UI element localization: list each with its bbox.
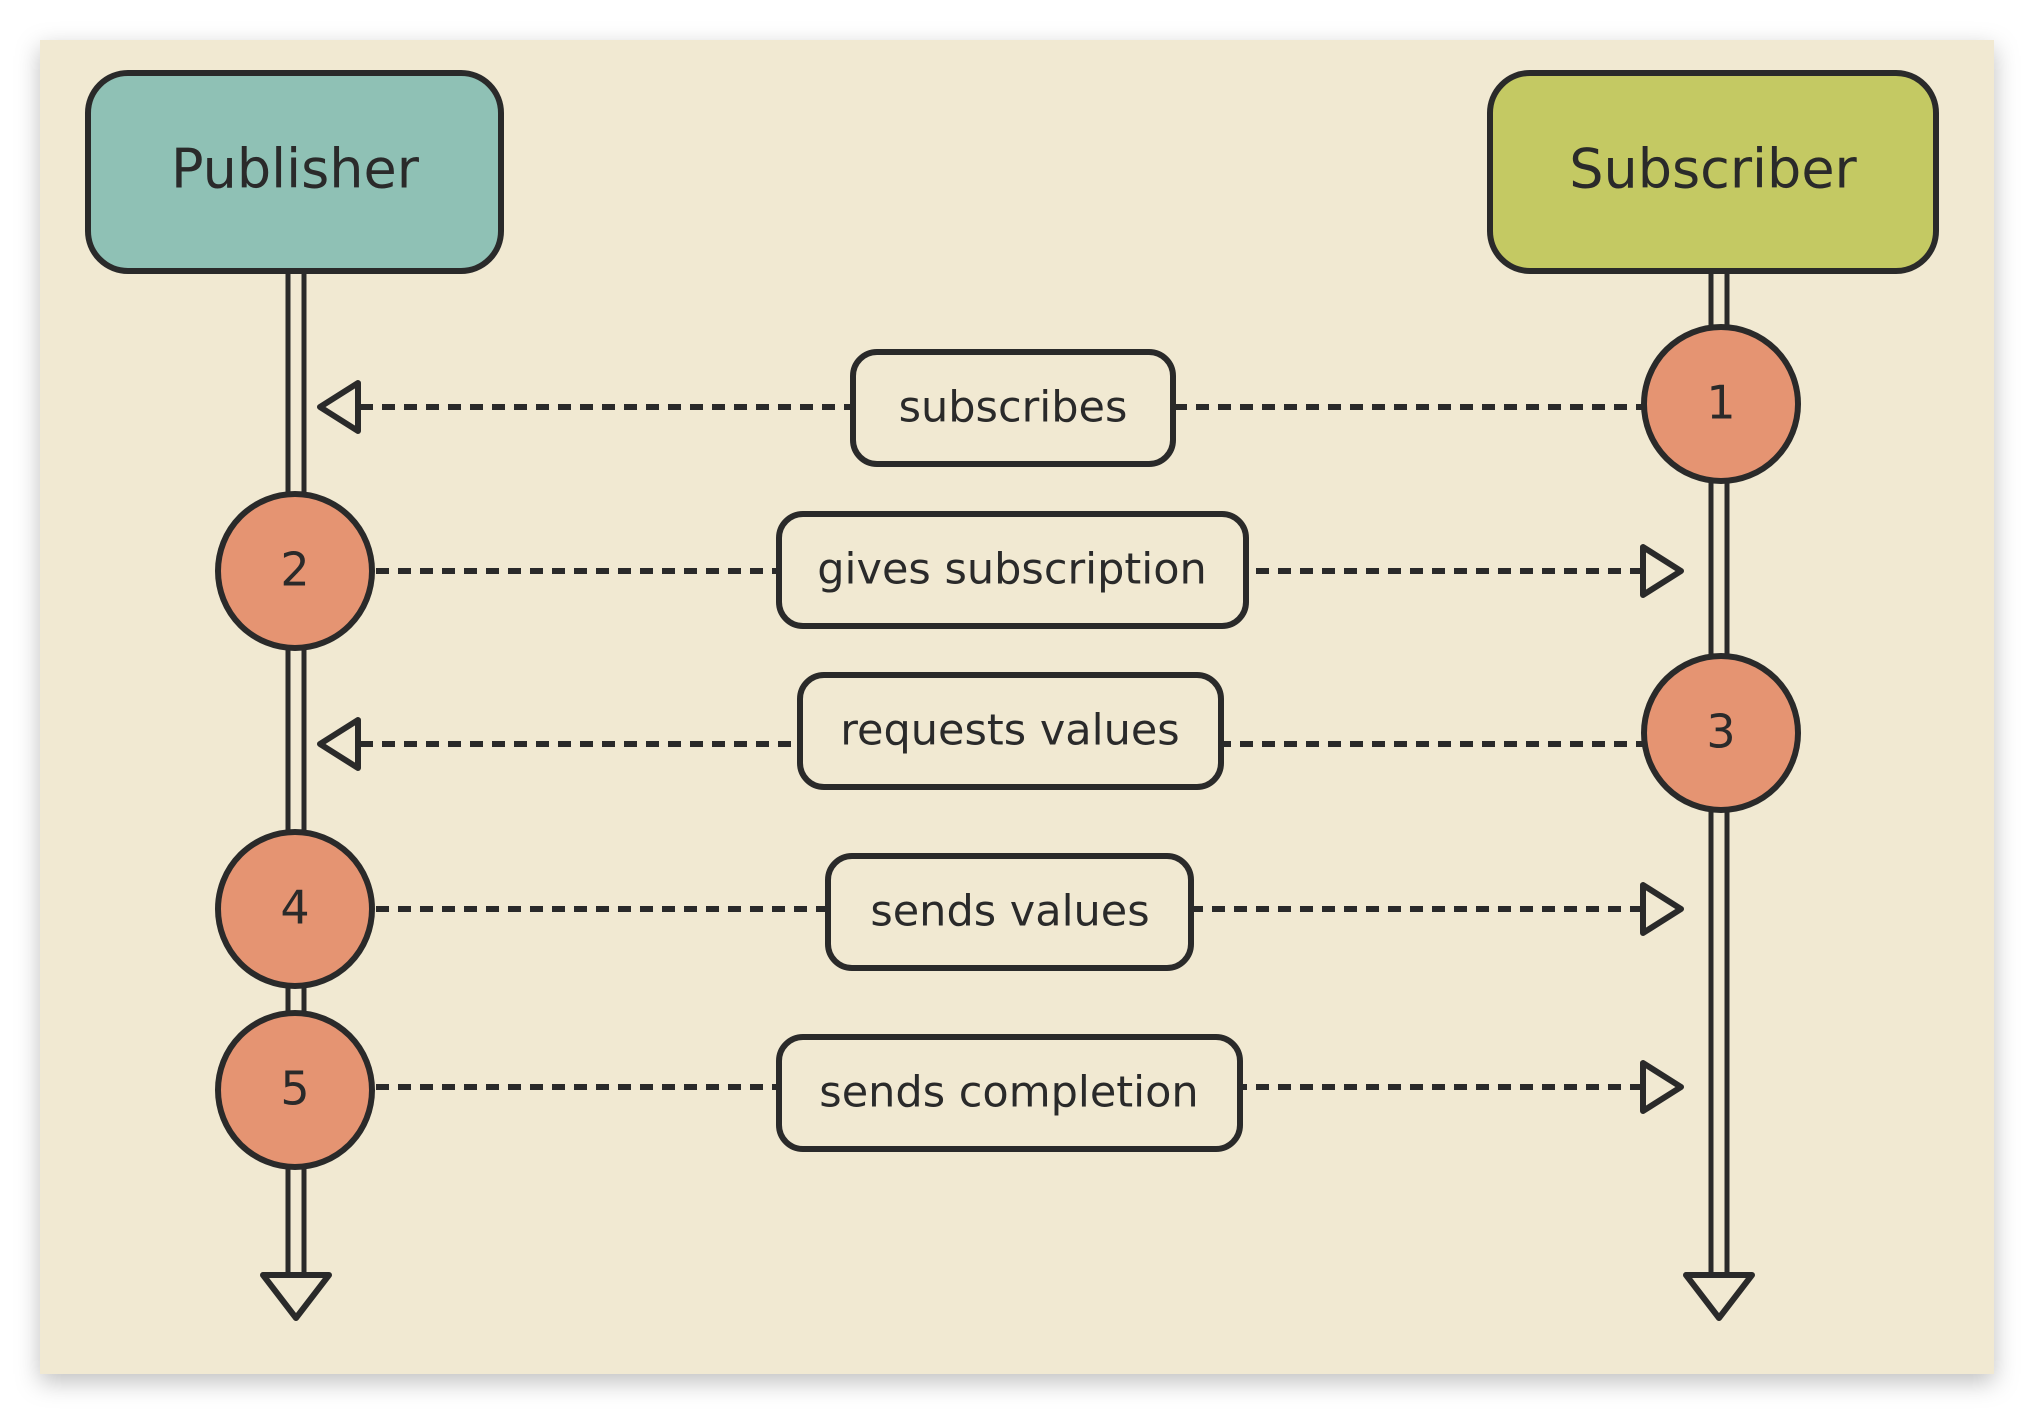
message-5-label: sends completion bbox=[819, 1068, 1198, 1118]
step-5-circle bbox=[215, 1010, 375, 1170]
step-3-number: 3 bbox=[1706, 705, 1735, 759]
subscriber-actor: Subscriber bbox=[1487, 70, 1939, 274]
message-row-1: subscribes 1 bbox=[317, 324, 1801, 484]
publisher-actor: Publisher bbox=[85, 70, 504, 274]
step-3-circle bbox=[1641, 653, 1801, 813]
step-5-number: 5 bbox=[280, 1062, 309, 1116]
message-2-label: gives subscription bbox=[817, 545, 1207, 595]
subscriber-lifeline-arrowhead-icon bbox=[1683, 1272, 1755, 1321]
step-4-circle bbox=[215, 829, 375, 989]
step-2-number: 2 bbox=[280, 543, 309, 597]
step-4-number: 4 bbox=[280, 881, 309, 935]
step-2-circle bbox=[215, 491, 375, 651]
message-5-arrowhead-icon bbox=[1640, 1060, 1684, 1114]
message-4-arrowhead-icon bbox=[1640, 882, 1684, 936]
message-4-label-box bbox=[825, 853, 1194, 971]
message-2-label-box bbox=[776, 511, 1249, 629]
message-1-label-box bbox=[850, 349, 1176, 467]
message-1-arrowhead-icon bbox=[317, 380, 361, 434]
message-4-label: sends values bbox=[870, 887, 1149, 937]
message-1-label: subscribes bbox=[899, 383, 1128, 433]
subscriber-title: Subscriber bbox=[1569, 138, 1857, 201]
message-3-label: requests values bbox=[840, 706, 1179, 756]
step-1-circle bbox=[1641, 324, 1801, 484]
message-3-label-box bbox=[797, 672, 1224, 790]
message-3-arrowhead-icon bbox=[317, 717, 361, 771]
publisher-lifeline-arrowhead-icon bbox=[260, 1272, 332, 1321]
message-5-label-box bbox=[776, 1034, 1243, 1152]
message-2-arrowhead-icon bbox=[1640, 544, 1684, 598]
message-row-3: requests values 3 bbox=[317, 653, 1801, 813]
message-row-4: sends values 4 bbox=[215, 829, 1684, 989]
message-row-2: gives subscription 2 bbox=[215, 491, 1684, 651]
message-row-5: sends completion 5 bbox=[215, 1010, 1684, 1170]
step-1-number: 1 bbox=[1706, 376, 1735, 430]
publisher-title: Publisher bbox=[171, 138, 420, 201]
